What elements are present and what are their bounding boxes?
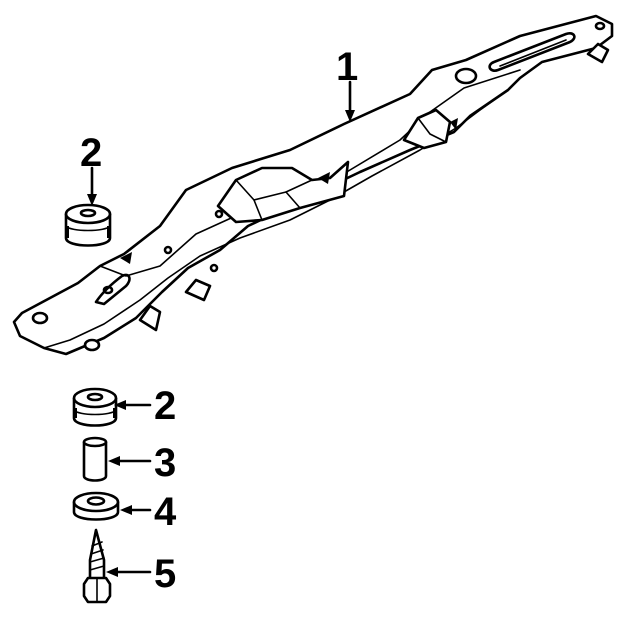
callout-2-lower: 2 — [154, 384, 176, 428]
bolt — [82, 528, 112, 604]
callout-2-upper: 2 — [80, 131, 102, 175]
sleeve — [82, 436, 108, 482]
callout-4: 4 — [154, 490, 177, 534]
callout-3: 3 — [154, 441, 176, 485]
leader-lines — [87, 80, 355, 577]
washer — [72, 491, 120, 521]
callout-5: 5 — [154, 552, 176, 596]
mount-cushion-lower — [72, 387, 118, 427]
crossmember — [12, 14, 614, 356]
mount-cushion-upper — [64, 203, 112, 247]
callout-1: 1 — [336, 45, 358, 89]
